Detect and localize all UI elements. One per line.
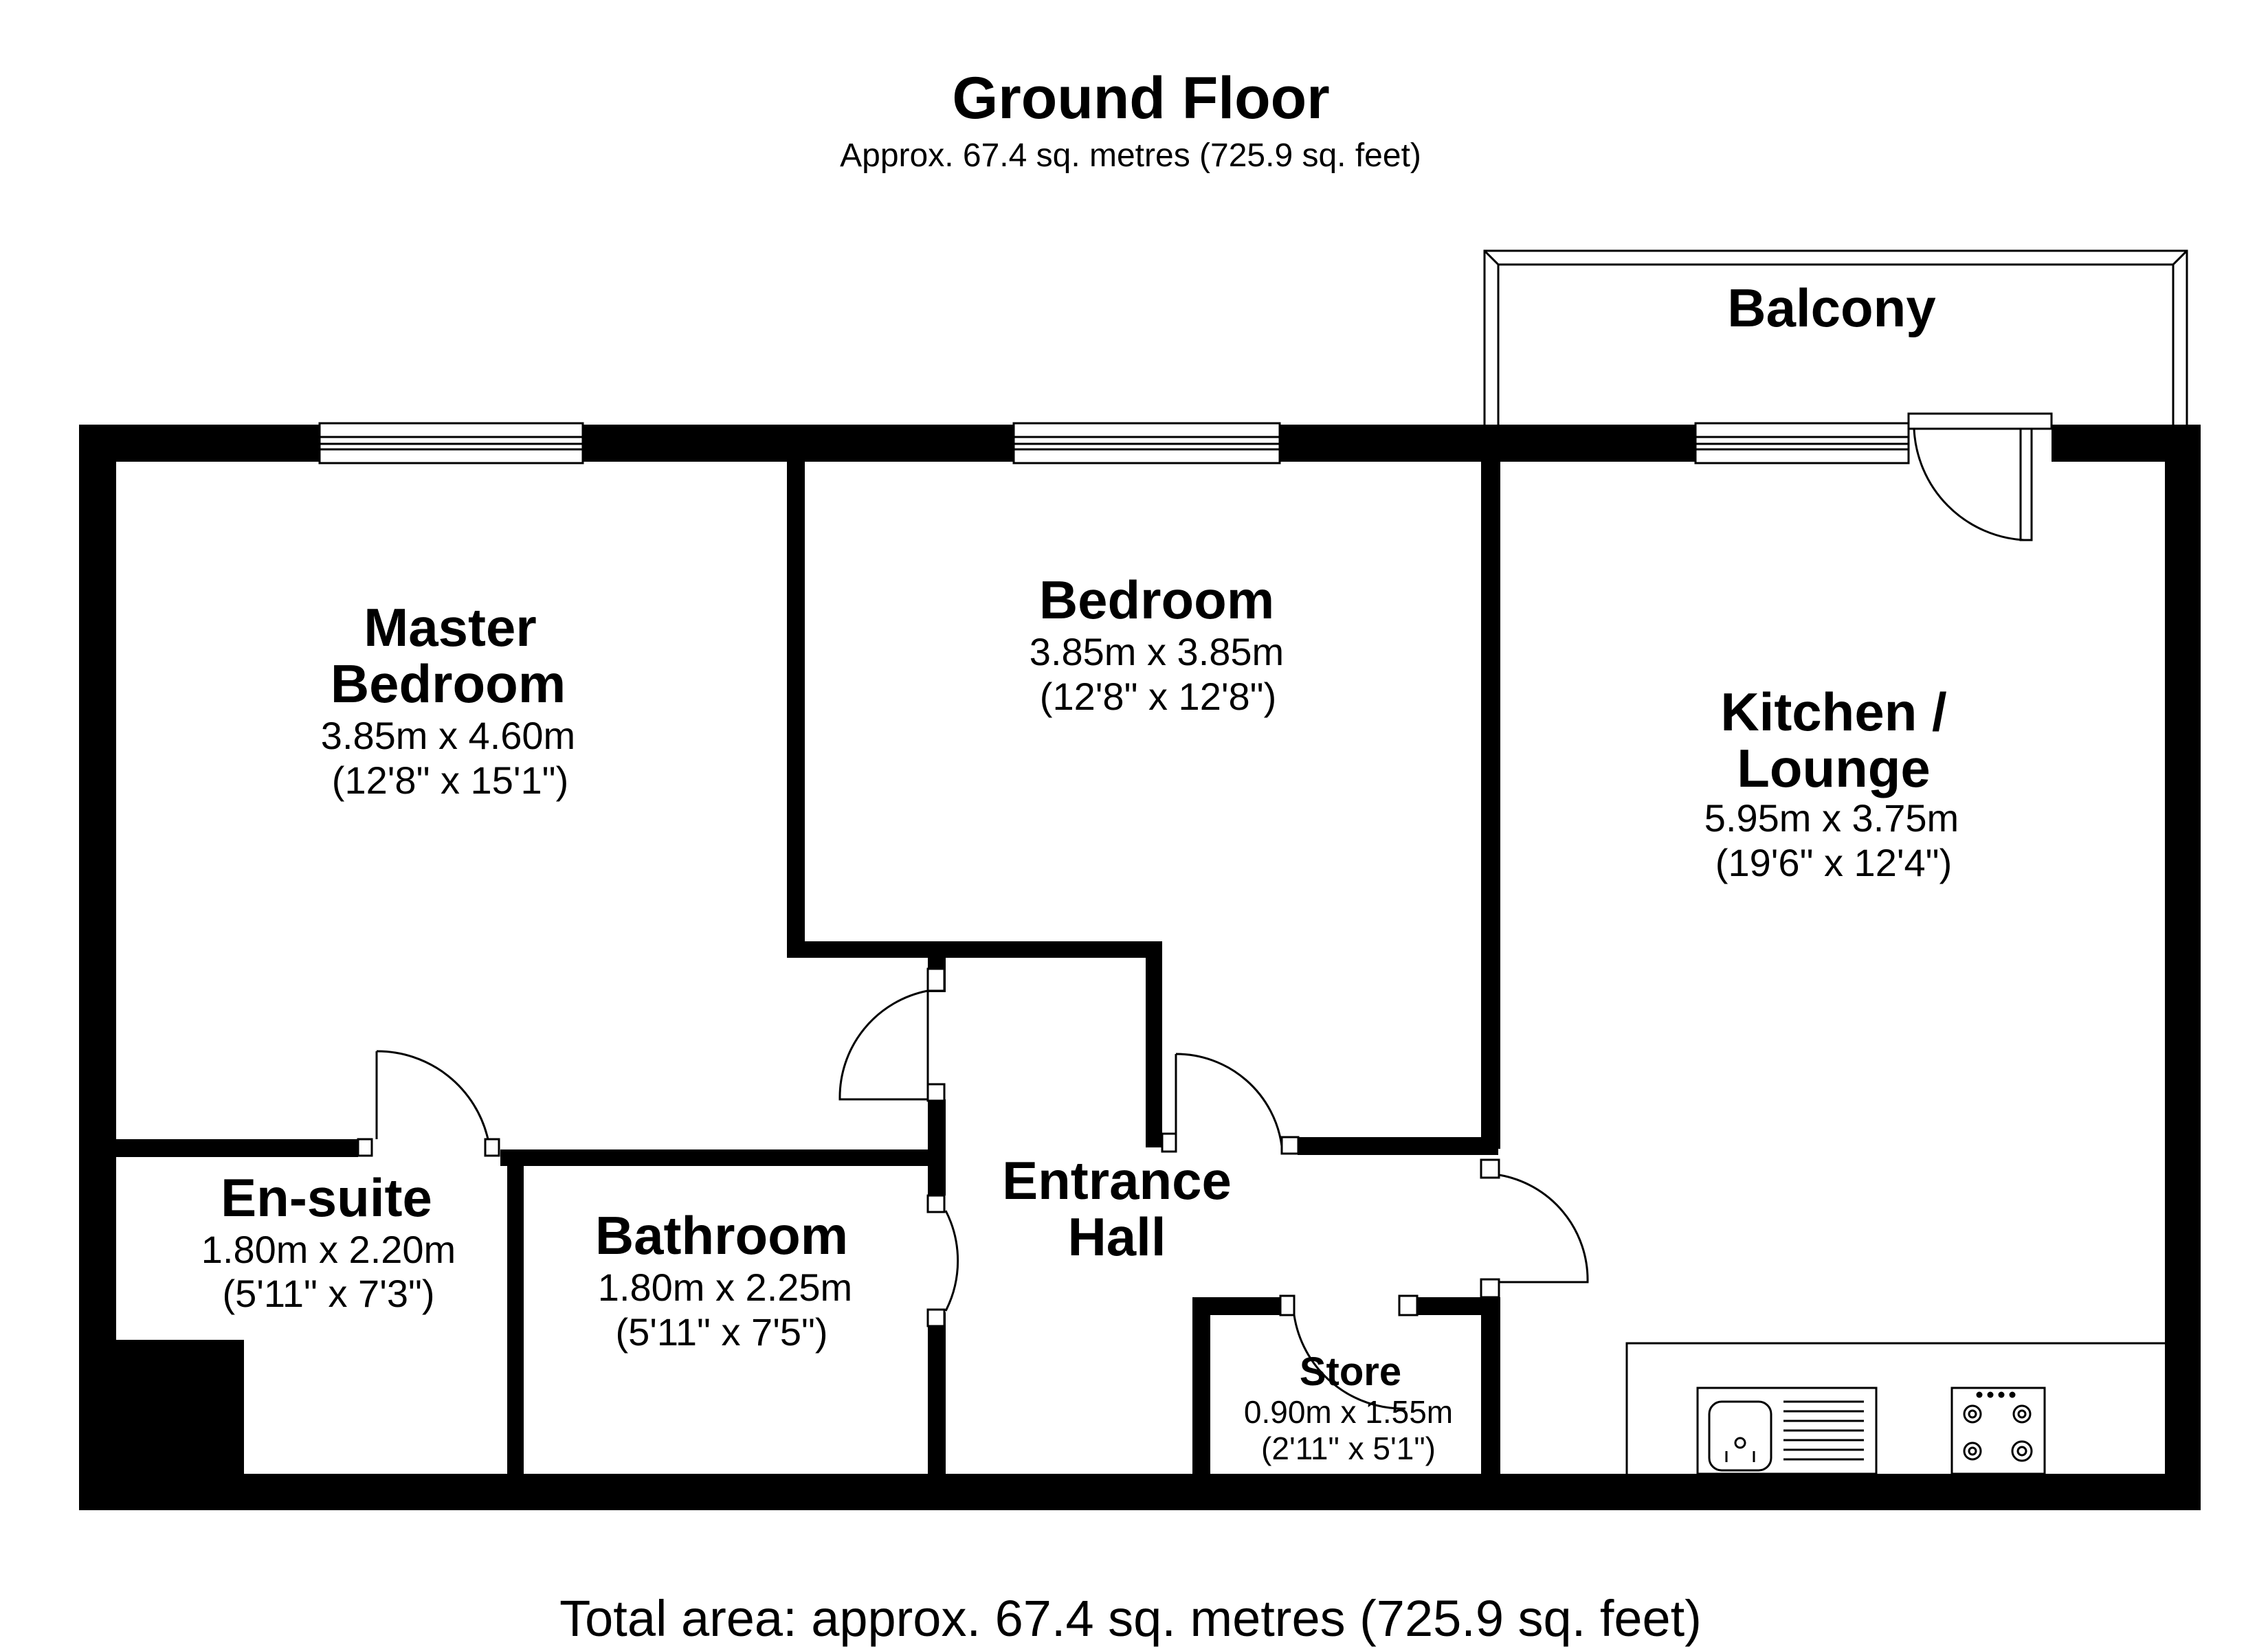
- room-dim-metric: 1.80m x 2.20m: [201, 1228, 456, 1271]
- room-name-line2: Lounge: [1737, 738, 1931, 798]
- balcony-label: Balcony: [1727, 278, 1936, 338]
- room-name: En-suite: [221, 1167, 432, 1228]
- room-name: Bathroom: [594, 1205, 849, 1266]
- room-name-line1: Kitchen /: [1720, 682, 1947, 742]
- room-dim-metric: 1.80m x 2.25m: [597, 1266, 853, 1309]
- room-dim-metric: 0.90m x 1.55m: [1243, 1394, 1454, 1430]
- room-name: Bedroom: [1038, 570, 1275, 630]
- room-dim-metric: 3.85m x 3.85m: [1029, 630, 1285, 673]
- room-name-line2: Hall: [1067, 1207, 1166, 1267]
- room-dim-imperial: (19'6" x 12'4"): [1715, 841, 1953, 884]
- room-dim-metric: 5.95m x 3.75m: [1704, 796, 1959, 840]
- room-dim-imperial: (5'11" x 7'3"): [222, 1272, 435, 1315]
- room-dim-metric: 3.85m x 4.60m: [320, 714, 576, 757]
- walls: [79, 425, 2201, 1510]
- room-name: Store: [1299, 1349, 1402, 1394]
- room-dim-imperial: (12'8" x 15'1"): [331, 759, 569, 802]
- windows: [318, 422, 1910, 464]
- balcony-outline: [1483, 249, 2188, 429]
- kitchen-worktop: [1625, 1342, 2165, 1474]
- room-name-line1: Master: [364, 597, 537, 658]
- room-dim-imperial: (5'11" x 7'5"): [615, 1310, 828, 1354]
- room-dim-imperial: (12'8" x 12'8"): [1039, 675, 1277, 718]
- doors: [357, 412, 2053, 1410]
- room-name-line2: Bedroom: [330, 653, 566, 714]
- hob-icon: [1950, 1387, 2046, 1475]
- page-subtitle: Approx. 67.4 sq. metres (725.9 sq. feet): [840, 137, 1421, 174]
- sink-icon: [1696, 1387, 1878, 1475]
- room-name-line1: Entrance: [1002, 1150, 1232, 1211]
- page-title: Ground Floor: [952, 65, 1330, 131]
- total-area: Total area: approx. 67.4 sq. metres (725…: [559, 1590, 1702, 1647]
- room-dim-imperial: (2'11" x 5'1"): [1261, 1431, 1436, 1466]
